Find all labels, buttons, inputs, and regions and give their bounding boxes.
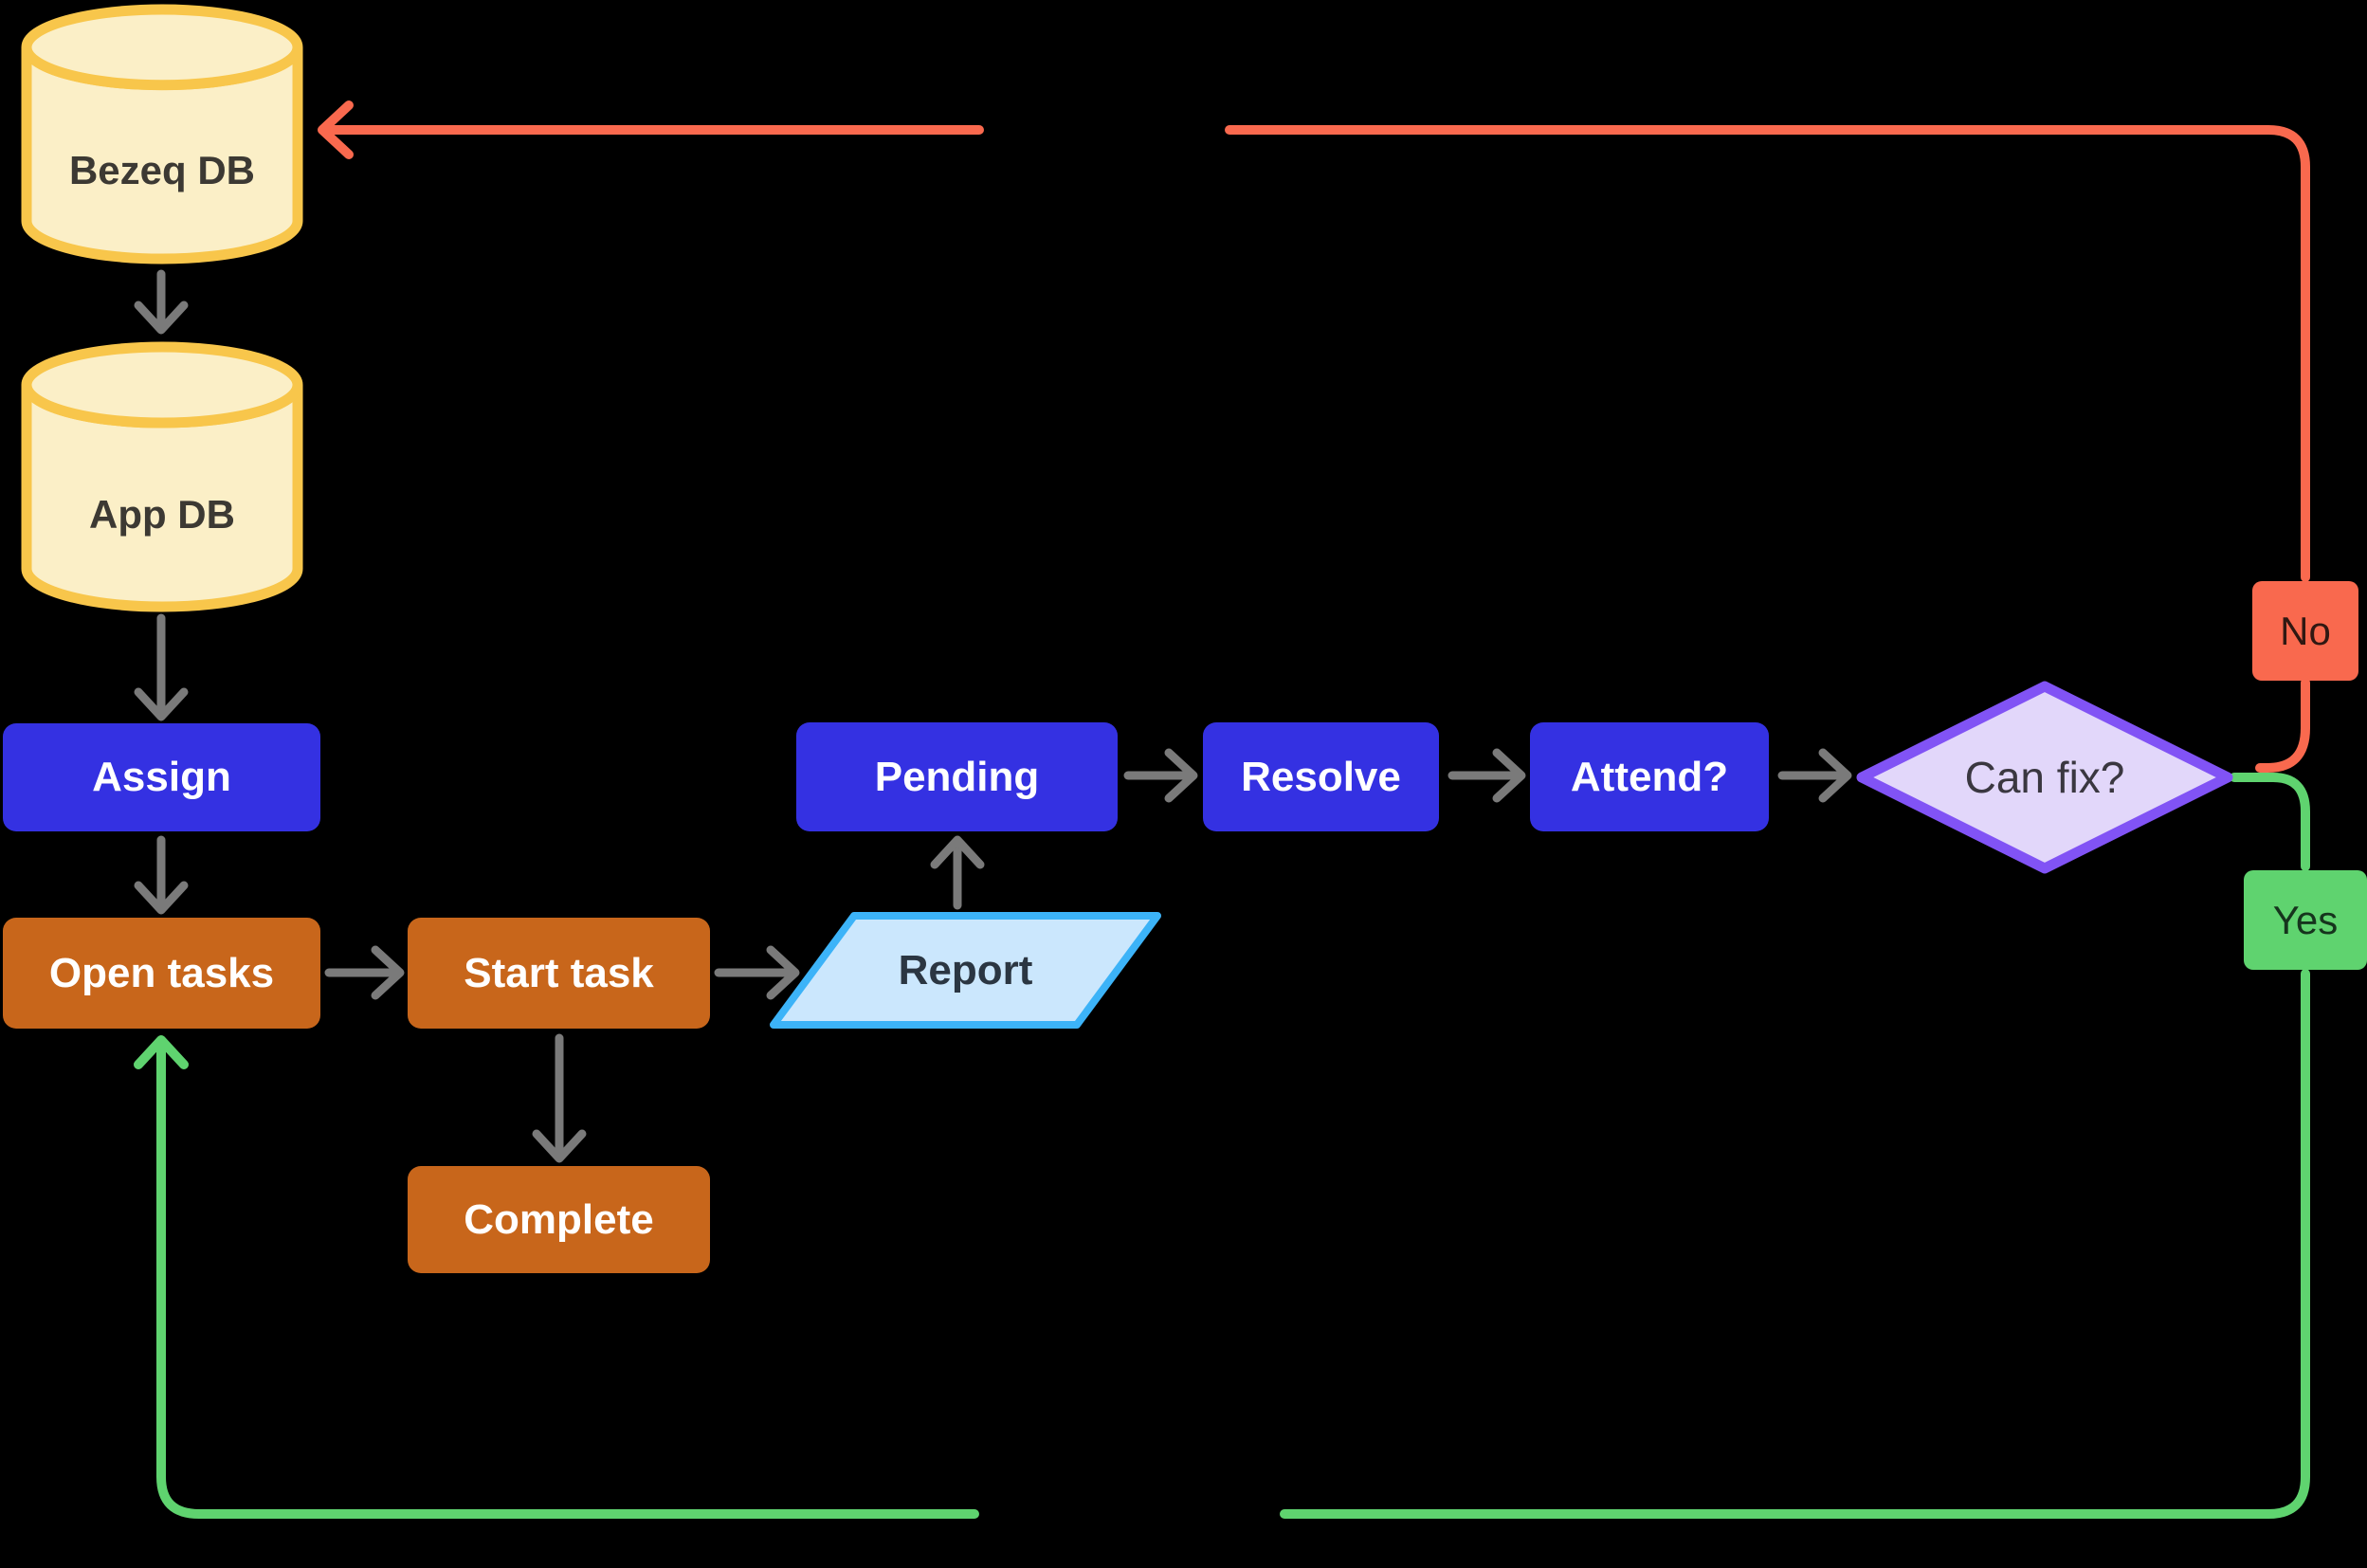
arrow-start-task-to-complete (532, 1033, 587, 1163)
yes-loop-line (134, 773, 2310, 1519)
no-label: No (2280, 608, 2331, 653)
node-open-tasks: Open tasks (3, 918, 320, 1029)
arrow-start-task-to-report (714, 945, 800, 1000)
app-db-label: App DB (89, 492, 235, 538)
node-can-fix: Can fix? (1855, 680, 2234, 875)
node-resolve: Resolve (1203, 722, 1439, 831)
start-task-label: Start task (464, 949, 654, 996)
node-pending: Pending (796, 722, 1118, 831)
arrow-report-to-pending (930, 835, 985, 910)
arrow-attend-to-can-fix (1777, 748, 1852, 803)
no-branch-label: No (2252, 581, 2358, 681)
arrow-assign-to-open-tasks (134, 835, 189, 915)
node-start-task: Start task (408, 918, 710, 1029)
node-attend: Attend? (1530, 722, 1769, 831)
open-tasks-label: Open tasks (48, 949, 275, 996)
arrow-resolve-to-attend (1448, 748, 1526, 803)
arrow-pending-to-resolve (1123, 748, 1198, 803)
arrow-app-to-assign (134, 613, 189, 721)
database-cylinder-icon (21, 341, 303, 612)
assign-label: Assign (92, 754, 231, 800)
parallelogram-icon (770, 912, 1161, 1029)
pending-label: Pending (874, 753, 1040, 800)
decision-diamond-icon (1856, 681, 2233, 874)
database-cylinder-icon (21, 4, 303, 264)
no-loop-line (318, 100, 2310, 773)
node-report: Report (770, 912, 1161, 1029)
arrow-bezeq-to-app (134, 269, 189, 335)
arrow-open-tasks-to-start-task (324, 945, 405, 1000)
node-assign: Assign (3, 723, 320, 831)
node-complete: Complete (408, 1166, 710, 1273)
node-app-db: App DB (21, 341, 303, 612)
resolve-label: Resolve (1241, 753, 1401, 800)
bezeq-db-label: Bezeq DB (68, 148, 256, 192)
can-fix-label: Can fix? (1964, 753, 2125, 802)
yes-label: Yes (2272, 897, 2339, 942)
node-bezeq-db: Bezeq DB (21, 4, 303, 264)
complete-label: Complete (464, 1195, 654, 1243)
attend-label: Attend? (1570, 753, 1729, 800)
yes-branch-label: Yes (2244, 870, 2367, 970)
report-label: Report (898, 946, 1033, 994)
